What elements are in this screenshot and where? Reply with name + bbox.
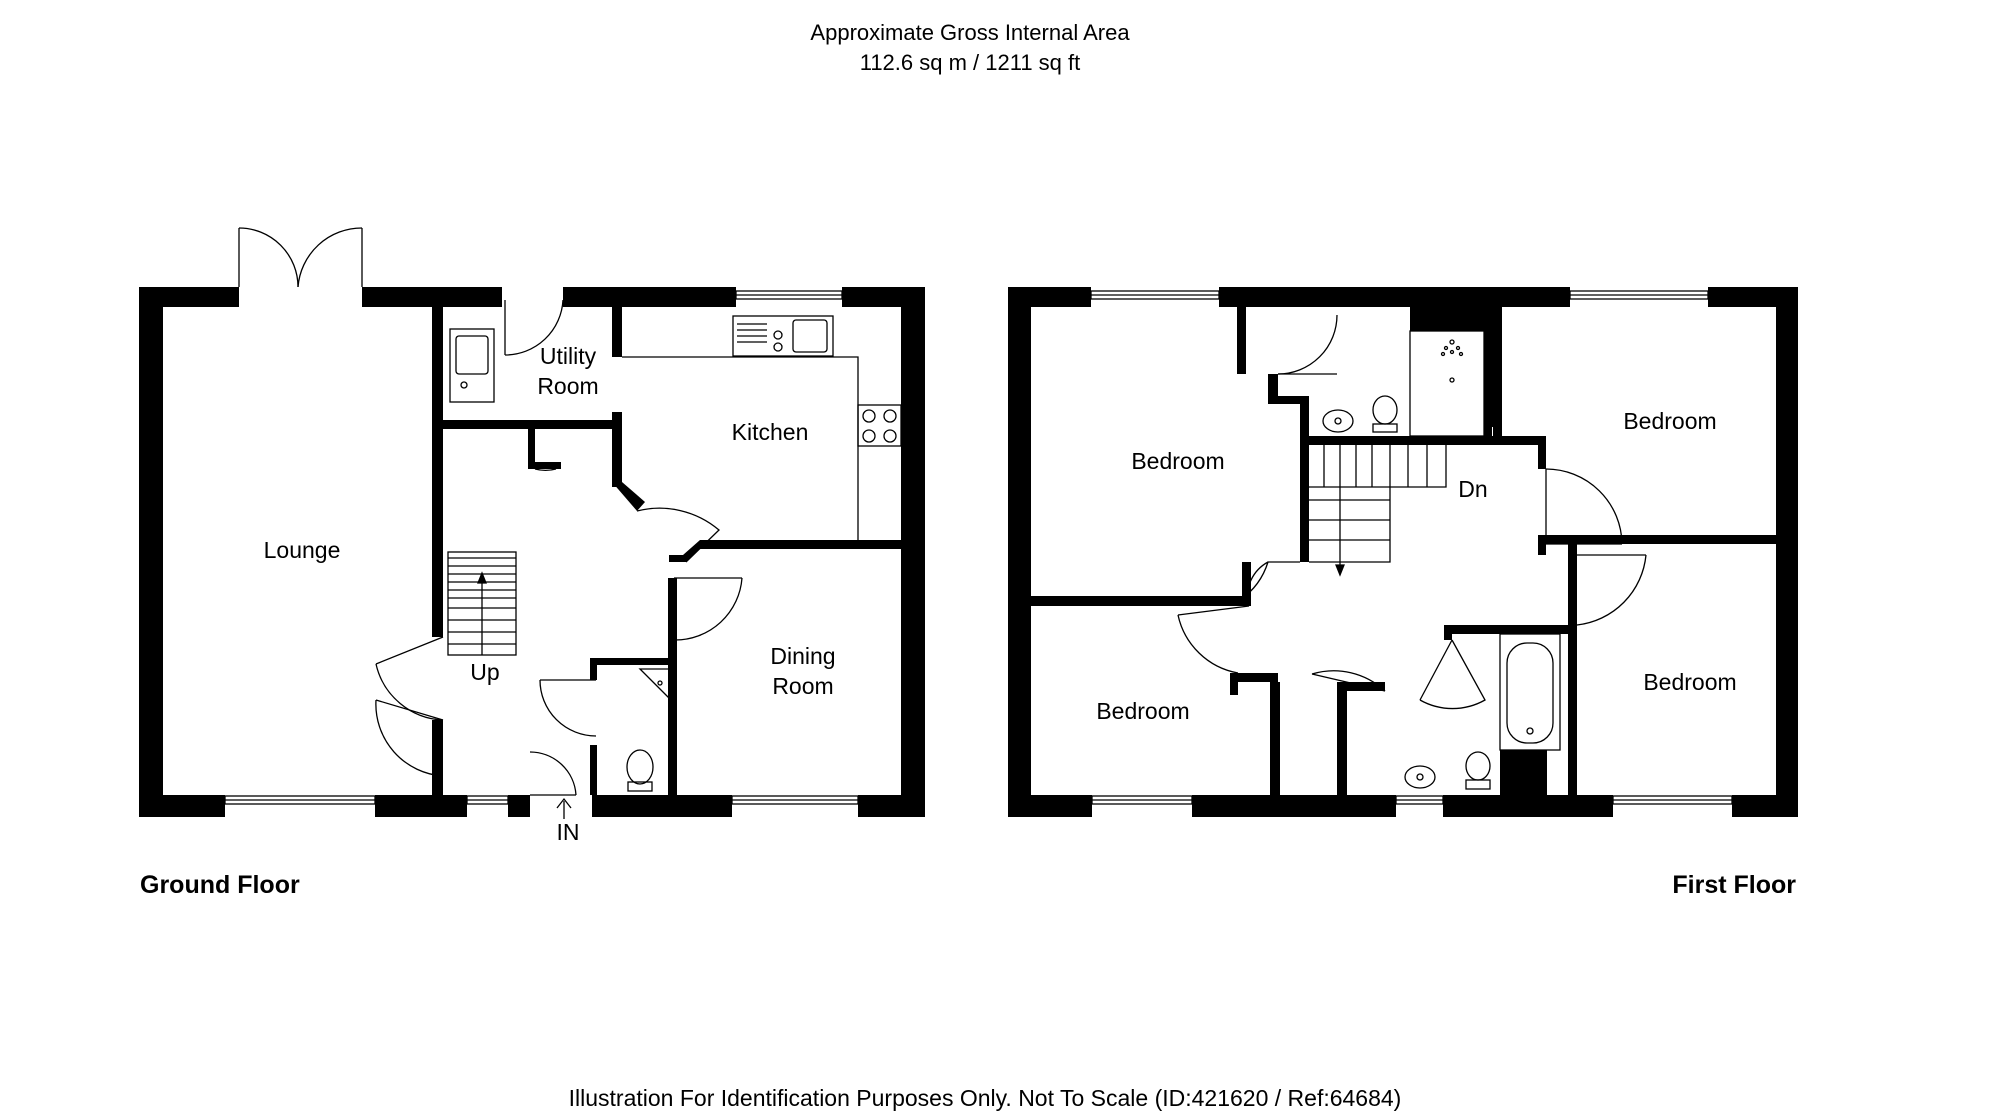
wall	[139, 287, 163, 817]
ground-floor-label: Ground Floor	[140, 871, 300, 899]
wall	[669, 540, 709, 562]
wall	[362, 287, 502, 307]
wall	[1708, 287, 1798, 307]
wall	[1443, 795, 1613, 817]
cloakroom-toilet	[626, 749, 654, 792]
wall	[1230, 673, 1278, 682]
wall	[432, 720, 443, 795]
wall	[1732, 795, 1798, 817]
wall	[901, 287, 925, 817]
wall	[1219, 287, 1570, 307]
kitchen-hob	[857, 404, 902, 447]
entrance-arrow	[556, 797, 572, 819]
stairs-down-label: Dn	[1458, 476, 1487, 502]
wall	[700, 540, 901, 549]
bathroom-toilet	[1465, 751, 1491, 790]
cloakroom-basin	[638, 668, 673, 703]
wall	[590, 745, 597, 795]
wall	[443, 420, 613, 429]
wall	[1776, 287, 1798, 817]
wall	[1242, 562, 1251, 606]
wall	[590, 658, 677, 665]
wall	[375, 795, 467, 817]
wall	[612, 307, 622, 357]
stairs-up-label: Up	[470, 659, 499, 685]
wall	[432, 307, 443, 637]
wall	[139, 795, 225, 817]
bath	[1499, 633, 1561, 751]
wall	[1268, 374, 1278, 404]
hall-doors	[375, 468, 743, 796]
french-doors	[238, 227, 363, 288]
wall	[1444, 625, 1570, 634]
wall	[1568, 544, 1577, 795]
utility-sink	[449, 328, 495, 403]
wall	[1500, 750, 1547, 795]
first-floor-plan	[1008, 287, 1798, 817]
wall	[1493, 307, 1502, 436]
wall	[1230, 673, 1238, 695]
wall	[508, 795, 530, 817]
area-value: 112.6 sq m / 1211 sq ft	[859, 50, 1081, 75]
landing-doors	[1177, 468, 1647, 710]
ensuite-door	[1277, 314, 1338, 375]
room-label-bedroom-front-right: Bedroom	[1643, 669, 1736, 695]
entrance-label: IN	[557, 819, 580, 845]
wall	[1337, 682, 1347, 795]
wall	[1337, 682, 1385, 691]
wall	[1538, 535, 1546, 555]
wall	[1192, 795, 1396, 817]
room-label-utility: Utility	[540, 343, 597, 369]
wall	[858, 795, 925, 817]
wall	[1008, 795, 1092, 817]
window	[224, 290, 859, 805]
window	[1090, 290, 1733, 805]
wall	[612, 412, 622, 487]
staircase-up	[447, 551, 517, 656]
wall	[590, 658, 597, 680]
ground-floor-plan	[139, 227, 925, 819]
wall	[1237, 307, 1246, 374]
kitchen-units	[622, 315, 859, 540]
wall	[1031, 596, 1249, 606]
room-label-bedroom-front-left: Bedroom	[1131, 448, 1224, 474]
first-floor-label: First Floor	[1672, 871, 1796, 899]
ensuite-basin	[1322, 409, 1354, 433]
room-label-utility-room: Room	[537, 373, 598, 399]
wall	[1270, 682, 1280, 795]
wall	[1444, 625, 1452, 640]
room-label-bedroom-rear-left: Bedroom	[1096, 698, 1189, 724]
wall	[612, 482, 645, 511]
wall	[528, 462, 561, 469]
wall	[563, 287, 736, 307]
wall	[1546, 535, 1776, 544]
wall	[1538, 445, 1546, 469]
bathroom-basin	[1404, 765, 1436, 789]
staircase-down	[1309, 445, 1447, 577]
wall	[1410, 307, 1484, 331]
wall	[1300, 396, 1309, 562]
wall	[1008, 287, 1031, 817]
wall	[1484, 307, 1493, 427]
wall	[528, 429, 535, 469]
room-label-dining-room: Room	[772, 673, 833, 699]
wall	[1300, 436, 1546, 445]
room-label-dining: Dining	[770, 643, 835, 669]
wall	[139, 287, 239, 307]
wall	[1268, 396, 1309, 404]
area-title: Approximate Gross Internal Area	[810, 20, 1130, 45]
ensuite-toilet	[1372, 395, 1398, 433]
room-label-kitchen: Kitchen	[732, 419, 809, 445]
shower	[1409, 330, 1485, 437]
utility-back-door	[504, 299, 564, 356]
room-label-lounge: Lounge	[264, 537, 341, 563]
room-label-bedroom-rear-right: Bedroom	[1623, 408, 1716, 434]
disclaimer: Illustration For Identification Purposes…	[569, 1085, 1402, 1111]
wall	[592, 795, 732, 817]
